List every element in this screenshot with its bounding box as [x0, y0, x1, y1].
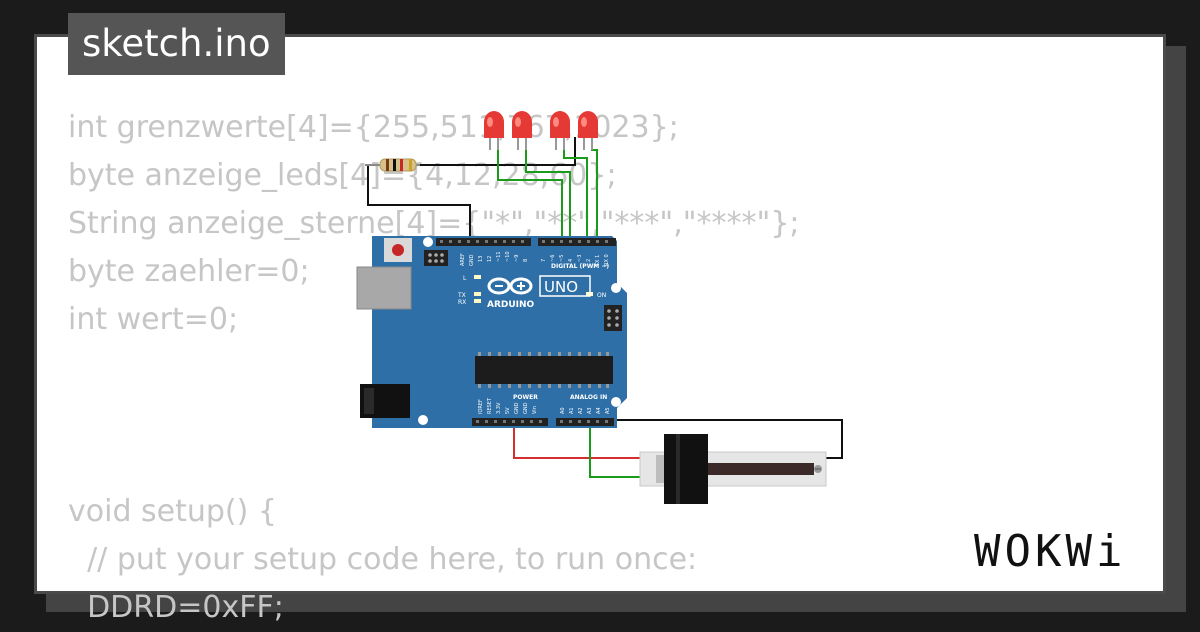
wire-led1: [497, 140, 563, 240]
code-line: String anzeige_sterne[4]={"*","**","***"…: [68, 206, 800, 241]
pin-label: 8: [523, 259, 529, 262]
wire-5v: [513, 420, 640, 459]
pin-label: GND: [523, 402, 529, 414]
pin-label: A3: [587, 407, 593, 414]
wire-resistor-to-leds: [417, 137, 576, 166]
pin-label: ~11: [496, 251, 502, 262]
usb-port-icon: [356, 266, 412, 310]
pin-label: A1: [569, 407, 575, 414]
led-label-l: L: [463, 275, 467, 282]
code-line: DDRD=0xFF;: [68, 590, 284, 625]
led-label-tx: TX: [457, 292, 466, 299]
pin-label: A2: [578, 407, 584, 414]
mounting-hole: [423, 237, 433, 247]
code-line: byte zaehler=0;: [68, 254, 310, 289]
code-line: // put your setup code here, to run once…: [68, 542, 698, 577]
pin-label: ~9: [514, 255, 520, 262]
pin-label: 4: [568, 259, 574, 262]
mounting-hole: [611, 397, 621, 407]
uno-box: [539, 275, 591, 297]
pin-label: A4: [596, 407, 602, 414]
header-pins: [440, 240, 608, 423]
resistor-icon[interactable]: [365, 158, 420, 172]
top-pin-labels: AREF GND 13 12 ~11 ~10 ~9 8 7 ~6 ~5 4 ~3…: [460, 251, 610, 267]
analog-header: [556, 418, 614, 426]
potentiometer-icon[interactable]: [639, 434, 827, 504]
digital-header-left: [436, 238, 531, 246]
pin-label: GND: [514, 402, 520, 414]
code-line: int wert=0;: [68, 302, 239, 337]
arduino-uno-board[interactable]: AREF GND 13 12 ~11 ~10 ~9 8 7 ~6 ~5 4 ~3…: [356, 236, 627, 428]
led-icon[interactable]: [484, 111, 504, 150]
power-label: POWER: [513, 394, 538, 401]
potentiometer-knob[interactable]: [664, 434, 708, 504]
pin-label: ~3: [577, 255, 583, 262]
pin-label: 13: [478, 256, 484, 262]
pin-label: ~6: [550, 255, 556, 262]
mounting-hole: [611, 283, 621, 293]
power-header: [472, 418, 548, 426]
pin-label: 5V: [505, 407, 511, 414]
bottom-pin-labels: IOREF RESET 3.3V 5V GND GND Vin A0 A1 A2…: [478, 397, 611, 414]
pin-label: ~10: [505, 251, 511, 262]
power-jack-icon: [360, 384, 410, 418]
wire-ground: [367, 165, 471, 240]
reset-button-icon[interactable]: [384, 238, 412, 262]
led-icon[interactable]: [512, 111, 532, 150]
mounting-hole: [418, 415, 428, 425]
pin-label: IOREF: [478, 399, 484, 414]
led-icon[interactable]: [550, 111, 570, 150]
analog-label: ANALOG IN: [570, 394, 607, 401]
pin-label: 2: [586, 259, 592, 262]
arduino-logo-icon: [487, 277, 533, 295]
pin-label: AREF: [460, 253, 466, 266]
pin-label: A5: [605, 407, 611, 414]
pin-label: 7: [541, 259, 547, 262]
digital-header-right: [538, 238, 616, 246]
digital-label: DIGITAL (PWM ~): [551, 263, 609, 270]
led-icon[interactable]: [578, 111, 598, 150]
wire-led4: [591, 140, 598, 240]
icsp-header: [604, 305, 622, 331]
microcontroller-chip-icon: [475, 352, 613, 388]
on-label: ON: [597, 292, 606, 299]
wire-led2: [525, 140, 571, 240]
pin-label: 3.3V: [496, 402, 502, 414]
pin-label: RESET: [487, 397, 493, 414]
sketch-filename: sketch.ino: [68, 13, 285, 75]
board-model: UNO: [544, 278, 578, 296]
led-label-rx: RX: [458, 299, 466, 306]
code-line: void setup() {: [68, 494, 277, 529]
pin-label: RX 0: [604, 254, 610, 266]
pin-label: 12: [487, 256, 493, 262]
pin-label: A0: [560, 407, 566, 414]
pin-label: Vin: [532, 406, 538, 414]
pin-label: TX 1: [595, 255, 601, 267]
wire-pot-ground: [606, 419, 843, 459]
board-brand: ARDUINO: [487, 300, 535, 310]
pin-label: ~5: [559, 255, 565, 262]
pin-label: GND: [469, 254, 475, 266]
wokwi-logo: WOKWi: [974, 526, 1127, 577]
wire-analog: [589, 424, 640, 478]
icsp-header: [424, 250, 448, 266]
